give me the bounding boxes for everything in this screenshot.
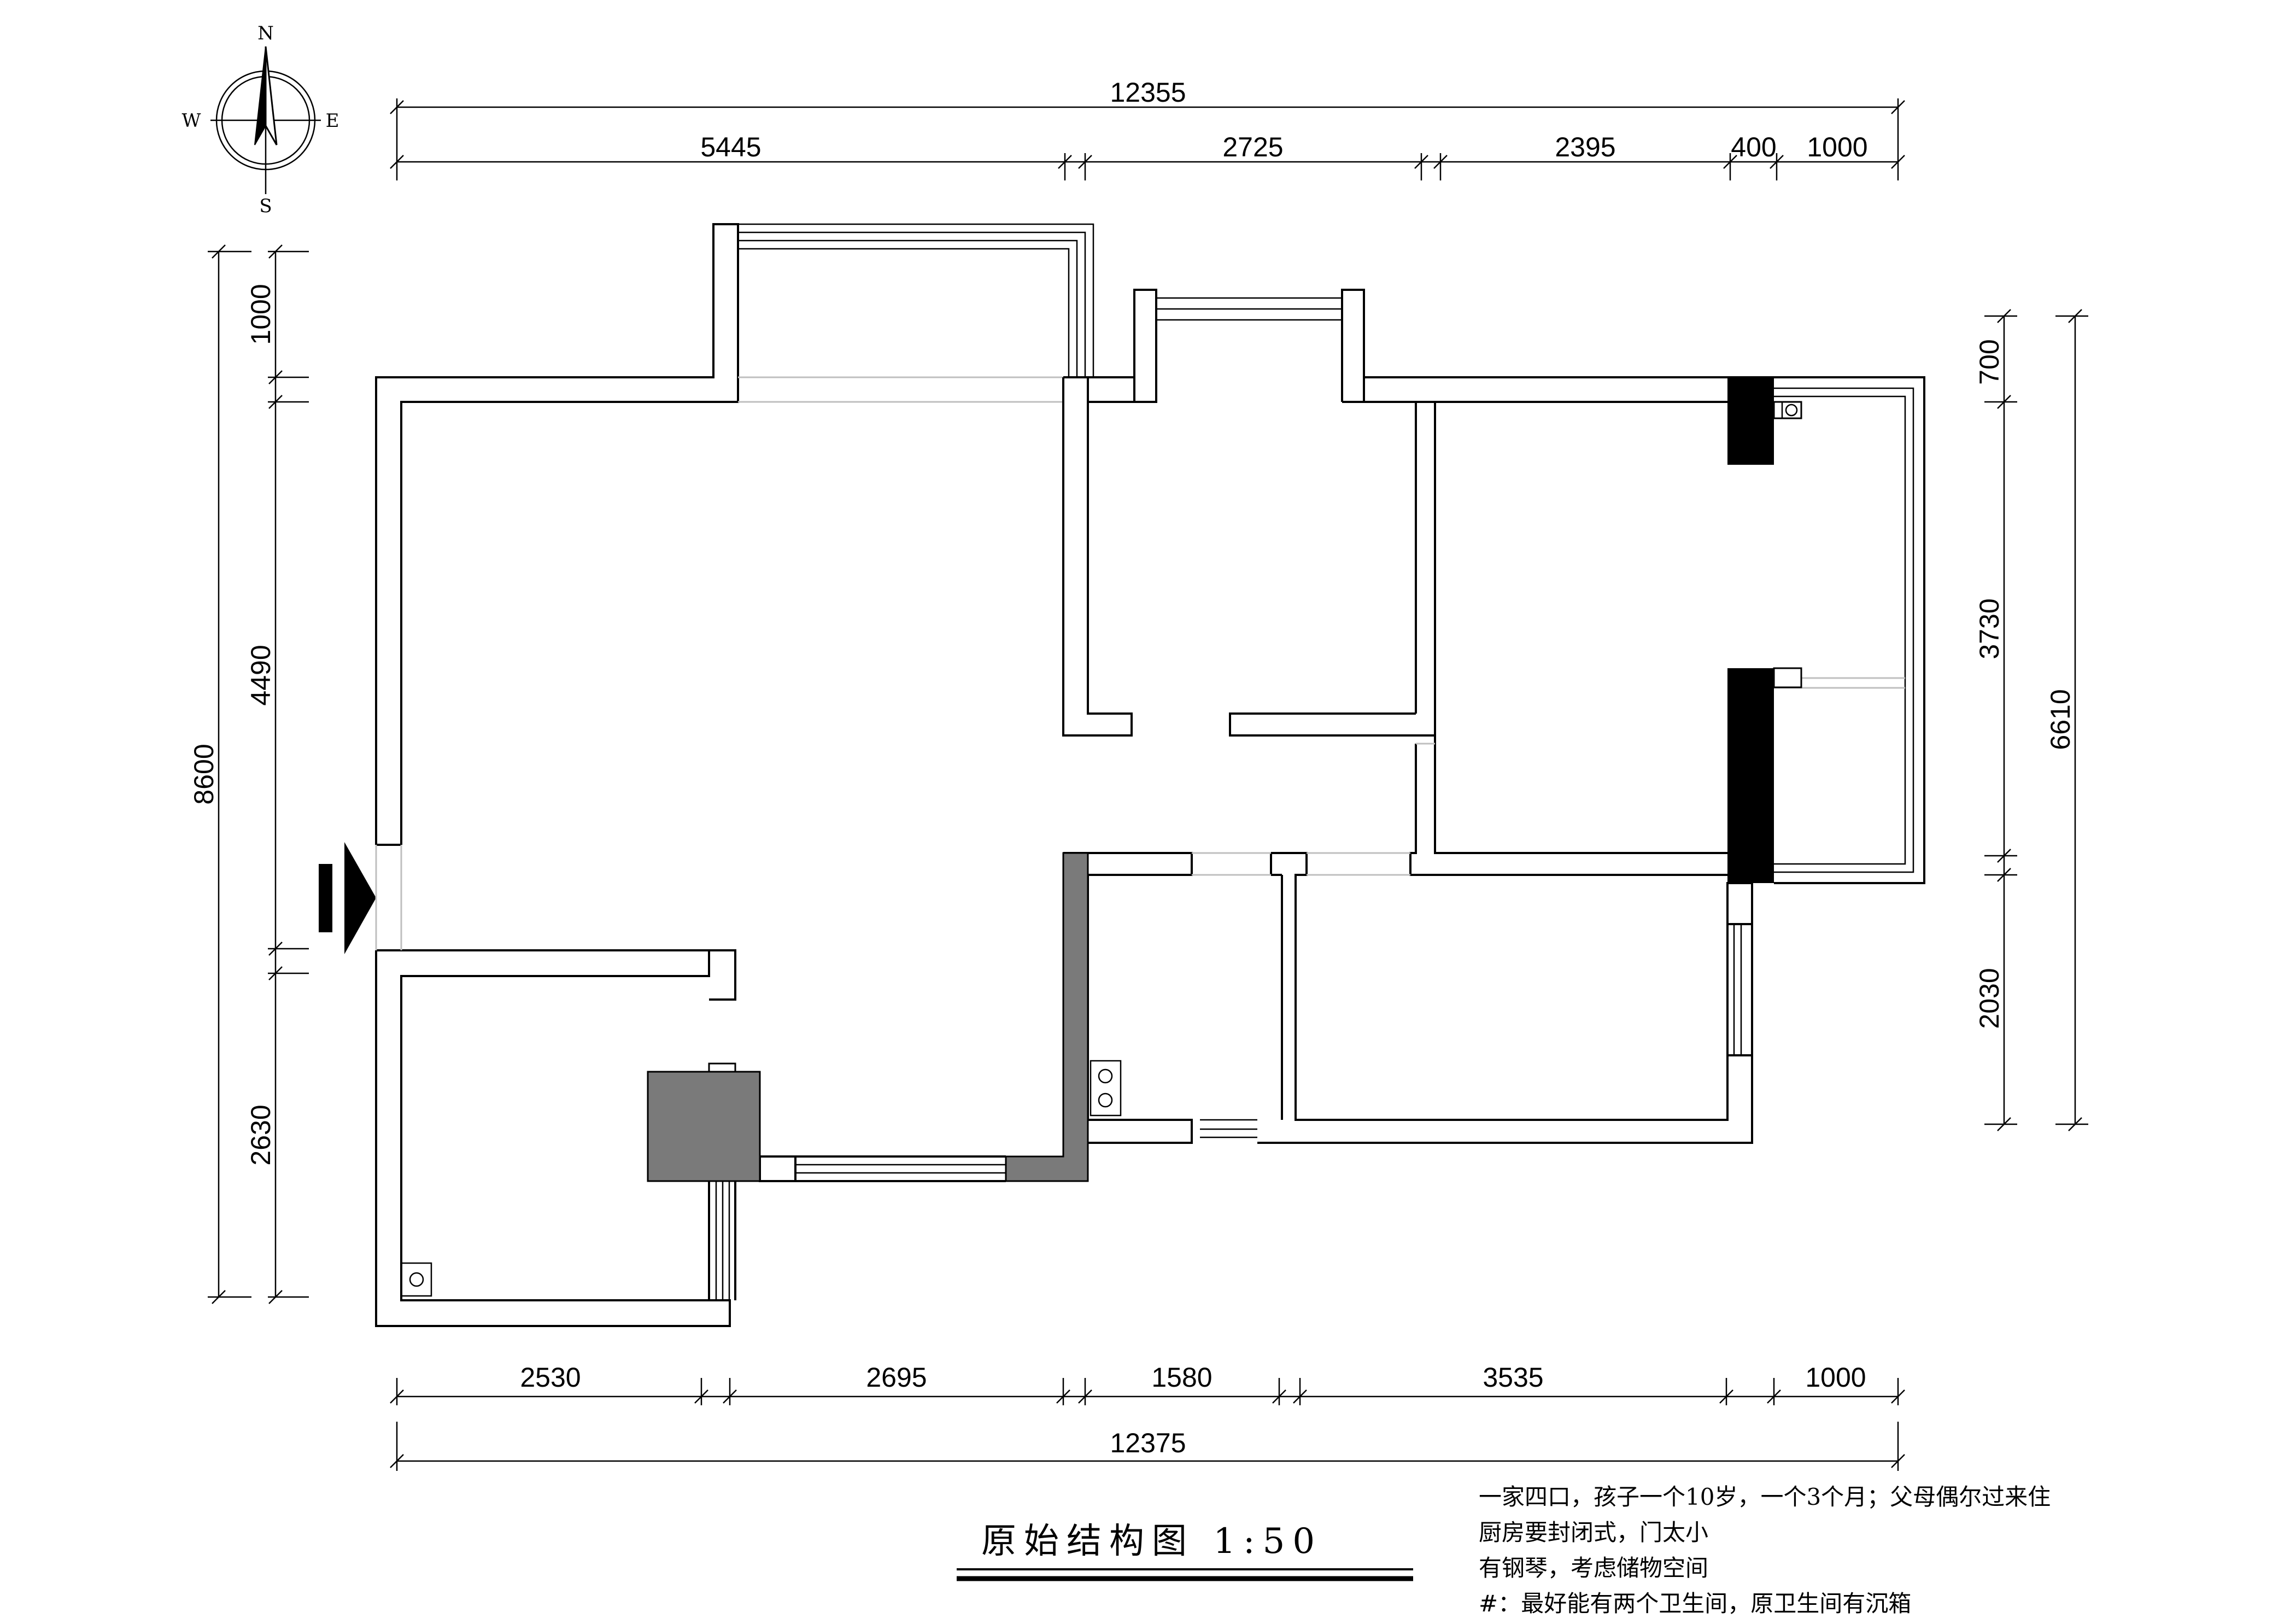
dim-top-2: 2725 — [1222, 132, 1283, 162]
compass-south-label: S — [259, 195, 272, 217]
dim-bottom-2: 2695 — [866, 1362, 927, 1393]
column-black-north — [1727, 377, 1774, 465]
dim-top-4: 400 — [1731, 132, 1776, 162]
bottom-dimensions: 2530 2695 1580 3535 1000 12375 — [390, 1362, 1905, 1471]
drawing-title-block: 原始结构图 1:50 — [957, 1521, 1413, 1581]
fixtures — [400, 401, 1802, 1297]
dim-right-1: 700 — [1974, 339, 2005, 384]
dim-left-3: 2630 — [245, 1105, 276, 1165]
note-line-4: #：最好能有两个卫生间，原卫生间有沉箱 — [1479, 1590, 1911, 1617]
compass-east-label: E — [326, 110, 339, 132]
dim-top-total: 12355 — [1110, 77, 1186, 108]
drawing-title: 原始结构图 1:50 — [981, 1521, 1322, 1562]
structural-columns — [647, 377, 1802, 1182]
left-dimensions: 8600 1000 4490 2630 — [189, 244, 309, 1304]
column-black-east — [1727, 668, 1774, 883]
right-dimensions: 700 3730 2030 6610 — [1974, 309, 2088, 1131]
top-dimensions: 12355 5445 2725 2395 400 1000 — [390, 77, 1905, 180]
note-line-1: 一家四口，孩子一个10岁，一个3个月；父母偶尔过来住 — [1479, 1483, 2051, 1510]
walls — [375, 223, 1925, 1327]
dim-left-total: 8600 — [189, 744, 219, 804]
dim-top-3: 2395 — [1555, 132, 1615, 162]
dim-bottom-5: 1000 — [1805, 1362, 1866, 1393]
dim-bottom-total: 12375 — [1110, 1428, 1186, 1458]
dim-right-3: 2030 — [1974, 968, 2005, 1029]
dim-left-2: 4490 — [245, 645, 276, 705]
dim-bottom-3: 1580 — [1151, 1362, 1212, 1393]
dim-right-2: 3730 — [1974, 598, 2005, 659]
dim-bottom-4: 3535 — [1483, 1362, 1543, 1393]
note-line-2: 厨房要封闭式，门太小 — [1479, 1519, 1708, 1546]
gas-stove-icon — [1090, 1060, 1122, 1117]
compass-north-label: N — [257, 22, 274, 44]
column-gray-kitchen — [1005, 852, 1089, 1182]
windows — [708, 223, 1905, 1300]
client-notes: 一家四口，孩子一个10岁，一个3个月；父母偶尔过来住 厨房要封闭式，门太小 有钢… — [1479, 1483, 2051, 1617]
note-line-3: 有钢琴，考虑储物空间 — [1479, 1555, 1708, 1581]
compass-west-label: W — [182, 110, 201, 132]
dim-right-total: 6610 — [2045, 689, 2076, 750]
dim-left-1: 1000 — [245, 284, 276, 344]
entrance-arrow-icon — [319, 842, 402, 954]
floor-drain-icon — [1781, 401, 1802, 419]
floor-drain-icon — [400, 1262, 432, 1297]
dim-bottom-1: 2530 — [520, 1362, 581, 1393]
compass-rose: N S E W — [182, 22, 339, 217]
column-gray-bathroom — [647, 1071, 761, 1182]
dim-top-1: 5445 — [700, 132, 761, 162]
dim-top-5: 1000 — [1807, 132, 1867, 162]
north-arrow-icon — [254, 46, 266, 145]
